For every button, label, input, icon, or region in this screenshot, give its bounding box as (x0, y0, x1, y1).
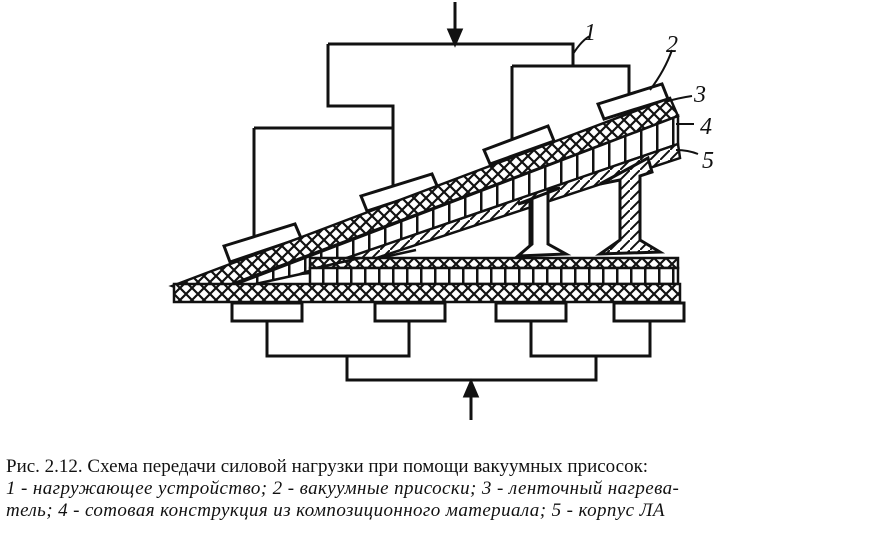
label-5: 5 (702, 148, 714, 174)
label-3: 3 (693, 82, 706, 108)
vacuum-cup (373, 301, 447, 323)
label-4: 4 (700, 114, 712, 140)
label-2: 2 (666, 32, 678, 58)
leader-lines (572, 35, 699, 155)
caption-legend-line-1: 1 - нагружающее устройство; 2 - вакуумны… (6, 478, 680, 499)
support-frame (265, 321, 652, 420)
base-skin (172, 282, 682, 304)
figure-caption: Рис. 2.12. Схема передачи силовой нагруз… (6, 456, 886, 522)
label-1: 1 (584, 20, 596, 46)
load-transfer-diagram: 1 2 3 4 5 (168, 2, 714, 420)
base-panel (172, 248, 682, 304)
loading-device (252, 2, 631, 258)
vacuum-cup (230, 301, 304, 323)
vacuum-cup (612, 301, 686, 323)
vacuum-cup (494, 301, 568, 323)
caption-legend-line-2: тель; 4 - сотовая конструкция из компози… (6, 500, 665, 521)
caption-title: Рис. 2.12. Схема передачи силовой нагруз… (6, 456, 649, 477)
vacuum-cups-bottom (230, 301, 686, 323)
aircraft-body-frame (513, 155, 666, 258)
